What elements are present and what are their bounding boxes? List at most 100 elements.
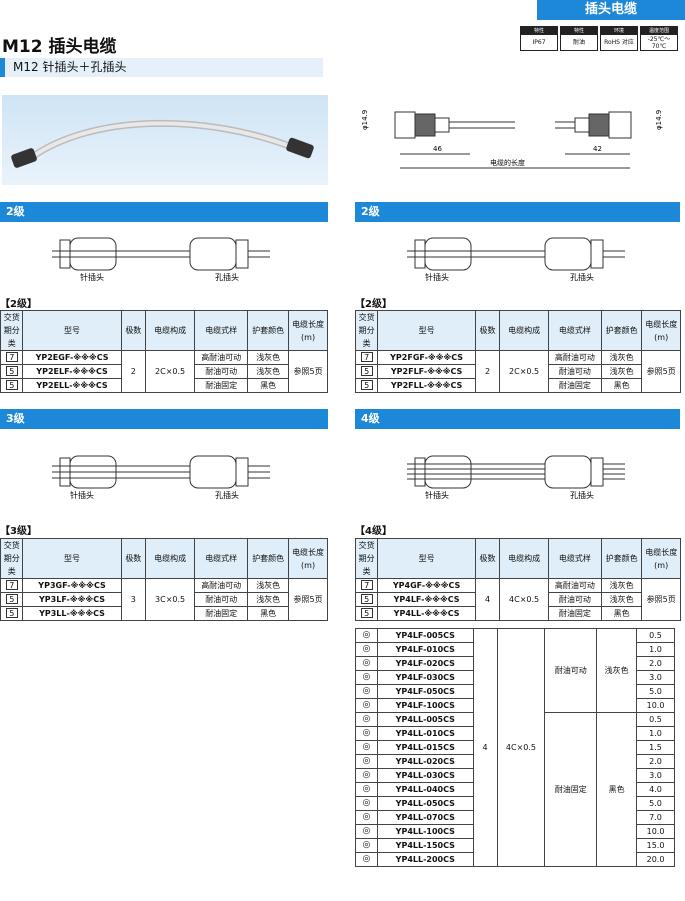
model-number: YP4LF-030CS	[376, 670, 474, 685]
stock-row: ◎YP4LF-020CS 2.0	[355, 656, 675, 671]
model-number: YP4LF-020CS	[376, 656, 474, 671]
subtitle: M12 针插头＋孔插头	[0, 58, 323, 77]
stock-mark: ◎	[355, 712, 378, 727]
column-header: 电缆构成	[499, 538, 549, 579]
diagram-2pole-left: 针插头 孔插头	[52, 237, 270, 282]
cable-spec: 耐油固定	[547, 378, 602, 393]
cable-length: 1.0	[636, 726, 675, 741]
column-header: 电缆构成	[145, 310, 196, 351]
dim-left: 46	[433, 145, 442, 153]
model-number: YP3LL-※※※CS	[22, 606, 122, 621]
cable-length: 3.0	[636, 670, 675, 685]
spec-badge: 特性耐油	[560, 26, 598, 51]
stock-mark: ◎	[355, 656, 378, 671]
delivery-class: 5	[354, 364, 379, 379]
cable-length: 2.0	[636, 656, 675, 671]
stock-mark: ◎	[355, 782, 378, 797]
cable-length: 3.0	[636, 768, 675, 783]
model-number: YP4LF-005CS	[376, 628, 474, 643]
page-title: M12 插头电缆	[2, 37, 117, 57]
model-number: YP2FLF-※※※CS	[377, 364, 476, 379]
delivery-class: 5	[0, 606, 24, 621]
cable-composition: 2C×0.5	[499, 350, 549, 393]
delivery-box: 7	[5, 352, 18, 362]
column-header: 护套颜色	[600, 310, 643, 351]
badge-value: IP67	[532, 39, 546, 46]
badge-head: 特性	[521, 27, 557, 35]
cable-length: 4.0	[636, 782, 675, 797]
column-header: 护套颜色	[600, 538, 643, 579]
model-number: YP4LL-020CS	[376, 754, 474, 769]
pin-label: 针插头	[425, 490, 449, 500]
sheath-color: 浅灰色	[596, 628, 638, 713]
model-number: YP4LL-070CS	[376, 810, 474, 825]
dimension-drawing: φ14.9 φ14.9 46 42 电缆的长度	[361, 110, 663, 169]
sheath-color: 浅灰色	[247, 578, 290, 593]
category-tab: 插头电缆	[537, 0, 685, 20]
delivery-class: 5	[0, 378, 24, 393]
model-number: YP4LL-040CS	[376, 782, 474, 797]
cable-length: 0.5	[636, 712, 675, 727]
stock-mark: ◎	[355, 698, 378, 713]
sheath-color: 黑色	[247, 606, 290, 621]
column-header: 型号	[22, 538, 122, 579]
model-number: YP4LL-030CS	[376, 768, 474, 783]
cable-composition: 2C×0.5	[145, 350, 196, 393]
badge-head: 温度范围	[641, 27, 677, 35]
cable-spec: 高耐油可动	[547, 350, 602, 365]
model-number: YP4LL-※※※CS	[377, 606, 476, 621]
column-header: 型号	[22, 310, 122, 351]
column-header: 型号	[377, 538, 476, 579]
pole-count: 2	[120, 350, 147, 393]
delivery-class: 7	[354, 350, 379, 365]
spec-badge: 温度范围-25℃～70℃	[640, 26, 678, 51]
column-header: 电缆式样	[194, 538, 249, 579]
caption-2pole-right: 【2级】	[355, 299, 392, 310]
badge-value: -25℃～70℃	[647, 35, 671, 50]
stock-mark: ◎	[355, 740, 378, 755]
cable-photo-drawing	[11, 119, 314, 168]
column-header: 交货期分类	[0, 538, 24, 579]
cable-spec: 耐油可动	[547, 592, 602, 607]
sheath-color: 浅灰色	[600, 350, 643, 365]
cable-length: 15.0	[636, 838, 675, 853]
cable-spec: 高耐油可动	[194, 578, 249, 593]
cable-length: 2.0	[636, 754, 675, 769]
sheath-color: 浅灰色	[600, 578, 643, 593]
column-header: 交货期分类	[354, 310, 379, 351]
column-header: 电缆构成	[499, 310, 549, 351]
cable-spec: 耐油固定	[547, 606, 602, 621]
cable-length: 1.0	[636, 642, 675, 657]
cable-spec: 耐油固定	[194, 606, 249, 621]
model-number: YP4LL-010CS	[376, 726, 474, 741]
delivery-box: 5	[5, 594, 18, 604]
column-header: 极数	[120, 310, 147, 351]
dim-right: 42	[593, 145, 602, 153]
column-header: 极数	[120, 538, 147, 579]
stock-mark: ◎	[355, 824, 378, 839]
dim-phi-right: φ14.9	[655, 110, 663, 130]
stock-mark: ◎	[355, 642, 378, 657]
section-3pole: 3级	[0, 409, 328, 429]
model-number: YP4LL-050CS	[376, 796, 474, 811]
model-number: YP4LL-200CS	[376, 852, 474, 867]
stock-mark: ◎	[355, 684, 378, 699]
dim-phi-left: φ14.9	[361, 110, 369, 130]
delivery-box: 5	[5, 608, 18, 618]
diagram-4pole: 针插头 孔插头	[407, 455, 625, 500]
model-number: YP2FGF-※※※CS	[377, 350, 476, 365]
caption-4pole: 【4级】	[355, 526, 392, 537]
delivery-box: 5	[360, 366, 373, 376]
model-number: YP2FLL-※※※CS	[377, 378, 476, 393]
